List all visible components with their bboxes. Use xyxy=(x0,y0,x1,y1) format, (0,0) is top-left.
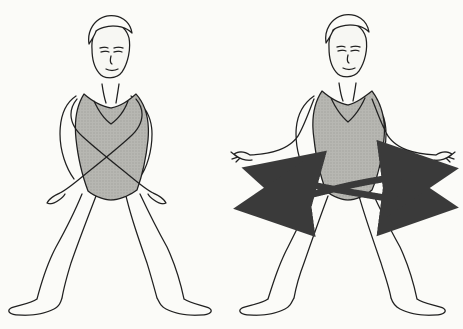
head-right xyxy=(329,23,367,77)
leotard-left xyxy=(75,94,148,200)
head-left xyxy=(92,23,130,78)
